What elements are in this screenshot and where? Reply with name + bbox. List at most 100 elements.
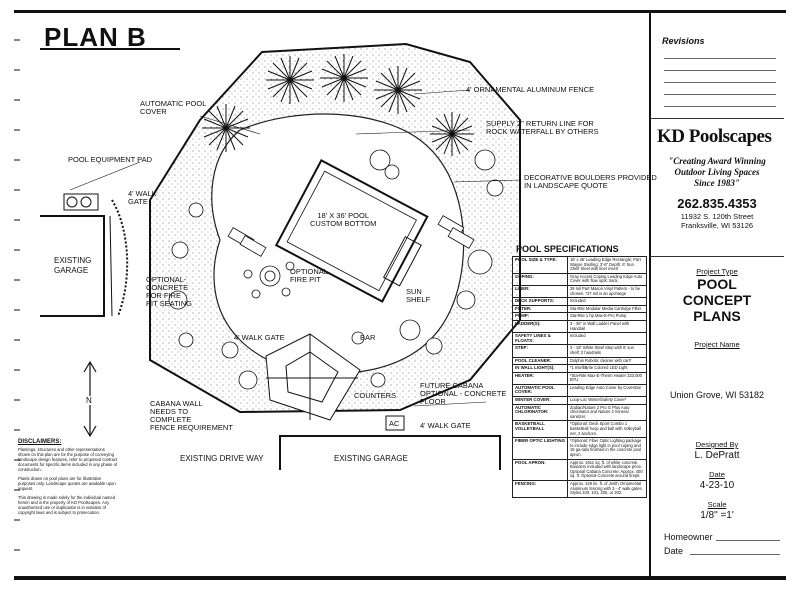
label-fire-pit: OPTIONAL FIRE PIT <box>290 267 328 284</box>
spec-row: FENCING:Approx. 229 lin. ft. of Jerith O… <box>512 479 647 498</box>
spec-row: POOL CLEANER:Dolphin Robotic cleaner wit… <box>512 356 647 366</box>
spec-value: Leading Edge Auto Cover by Coverstar <box>567 383 647 398</box>
spec-row: LINER:28 mil Part Mason Vinyl Pattern - … <box>512 284 647 299</box>
designed-by-label: Designed By <box>695 440 739 449</box>
spec-key: STEP: <box>512 344 568 358</box>
label-counters: COUNTERS <box>354 391 397 400</box>
spec-key: WINTER COVER: <box>512 396 568 405</box>
site-plan-drawing <box>40 42 521 470</box>
spec-key: SAFETY LINES & FLOATS: <box>512 332 568 346</box>
cabana <box>265 333 361 421</box>
label-pool-size: 18' x 36' POOL CUSTOM BOTTOM <box>310 211 377 228</box>
spec-row: IN WALL LIGHT(S):*1 IntelliBrite Colored… <box>512 364 647 373</box>
disclaimer-2: Plants drawn on pool plans are for illus… <box>18 476 116 491</box>
spec-value: Sta-Rite 1 hp Max-E-Pro Pump <box>567 312 647 321</box>
spec-row: POOL APRON:Approx. 1911 sq. ft. of white… <box>512 458 647 481</box>
homeowner-date-line <box>690 554 780 555</box>
spec-value: Included <box>567 332 647 346</box>
spec-key: FILTER: <box>512 304 568 314</box>
label-existing-garage-left: EXISTING GARAGE <box>54 256 92 275</box>
spec-value: Dolphin Robotic cleaner with cart* <box>567 356 647 366</box>
garage-left <box>40 215 113 317</box>
spec-value: *Optional: Deck Sport Combo 1 basketball… <box>567 420 647 439</box>
spec-row: BASKETBALL VOLLEYBALL*Optional: Deck Spo… <box>512 420 647 439</box>
disclaimer-1: Plantings, structures and other represen… <box>18 447 118 472</box>
project-type: POOL CONCEPT PLANS <box>682 276 752 324</box>
homeowner-line <box>716 540 780 541</box>
spec-row: AUTOMATIC POOL COVER:Leading Edge Auto C… <box>512 383 647 398</box>
spec-key: POOL CLEANER: <box>512 356 568 366</box>
lounge-chairs <box>227 215 475 257</box>
label-supply: SUPPLY 2" RETURN LINE FOR ROCK WATERFALL… <box>486 119 599 136</box>
label-driveway: EXISTING DRIVE WAY <box>180 454 264 463</box>
spec-key: POOL APRON: <box>512 458 568 481</box>
spec-row: AUTOMATIC CHLORINATOR:Zodiac/Nature 2 Pr… <box>512 403 647 422</box>
spec-row: STEP:3 - 18" White Steel Step with 6' su… <box>512 344 647 358</box>
pool <box>274 159 429 303</box>
spec-value: Zodiac/Nature 2 Pro G Plus Auto chlorina… <box>567 403 647 422</box>
spec-row: WINTER COVER:Loop-Loc Winter/Safety Cove… <box>512 396 647 405</box>
label-pool-cover: AUTOMATIC POOL COVER <box>140 99 207 116</box>
top-border <box>14 10 786 13</box>
plan-title-underline <box>40 48 180 50</box>
spec-key: AUTOMATIC POOL COVER: <box>512 383 568 398</box>
label-walk-gate-1: 4' WALK GATE <box>128 189 157 206</box>
spec-key: DECK SUPPORTS: <box>512 297 568 306</box>
spec-row: LADDER(S):3 - 36" in Wall Ladder Panel w… <box>512 319 647 334</box>
spec-value: Gray Accent Coping Leading Edge Auto Cov… <box>567 272 647 286</box>
garage-bottom <box>279 435 501 470</box>
spec-value: *Sta-Rite Max-E-Therm Heater 333,000 BTU <box>567 371 647 385</box>
spec-key: COPING: <box>512 272 568 286</box>
spec-row: COPING:Gray Accent Coping Leading Edge A… <box>512 272 647 286</box>
sidebar-rule <box>650 256 784 257</box>
spec-row: HEATER:*Sta-Rite Max-E-Therm Heater 333,… <box>512 371 647 385</box>
label-walk-gate-2: 4' WALK GATE <box>234 333 285 342</box>
date: 4-23-10 <box>699 480 735 491</box>
label-bar: BAR <box>360 333 376 342</box>
spec-key: IN WALL LIGHT(S): <box>512 364 568 373</box>
revision-line <box>664 70 776 71</box>
label-fence: 4' ORNAMENTAL ALUMINUM FENCE <box>466 85 595 94</box>
spec-row: FIBER OPTIC LIGHTING*Optional: Fiber Opt… <box>512 437 647 460</box>
scale-label: Scale <box>707 500 727 509</box>
spec-value: *Optional: Fiber Optic Lighting package … <box>567 437 647 460</box>
disclaimers: DISCLAIMERS: Plantings, structures and o… <box>18 439 118 519</box>
company-address: 11932 S. 120th Street Franksville, WI 53… <box>680 212 754 230</box>
spec-value: 3 - 36" in Wall Ladder Panel with Handra… <box>567 319 647 334</box>
spec-value: 28 mil Part Mason Vinyl Pattern - to be … <box>567 284 647 299</box>
spec-value: 18' x 36' Leading Edge Rectangle; Part W… <box>567 256 647 274</box>
spec-key: PUMP: <box>512 312 568 321</box>
spec-key: LADDER(S): <box>512 319 568 334</box>
label-walk-gate-3: 4' WALK GATE <box>420 421 471 430</box>
fence-chain <box>111 199 129 317</box>
company-tagline: "Creating Award Winning Outdoor Living S… <box>668 156 766 188</box>
company-logo: KD Poolscapes <box>657 126 772 147</box>
label-boulders: DECORATIVE BOULDERS PROVIDED IN LANDSCAP… <box>524 173 657 190</box>
spec-value: Sta-Rite Modular Media Cartridge Filter <box>567 304 647 314</box>
project-name-label: Project Name <box>694 340 740 349</box>
company-phone: 262.835.4353 <box>677 196 757 211</box>
fire-pit <box>243 261 295 299</box>
label-north: N <box>86 396 92 405</box>
revision-line <box>664 94 776 95</box>
spec-row: FILTER:Sta-Rite Modular Media Cartridge … <box>512 304 647 314</box>
spec-key: POOL SIZE & TYPE: <box>512 256 568 274</box>
shrubs <box>168 149 504 390</box>
plan-title: PLAN B <box>44 22 147 52</box>
spec-value: Approx. 229 lin. ft. of Jerith Ornamenta… <box>567 479 647 498</box>
spec-value: *1 IntelliBrite Colored LED Light <box>567 364 647 373</box>
spec-row: DECK SUPPORTS:Included <box>512 297 647 306</box>
label-existing-garage-bottom: EXISTING GARAGE <box>334 454 408 463</box>
scale: 1/8" =1' <box>700 510 734 521</box>
bottom-border <box>14 576 786 580</box>
spec-key: AUTOMATIC CHLORINATOR: <box>512 403 568 422</box>
label-equipment-pad: POOL EQUIPMENT PAD <box>68 155 153 164</box>
spec-value: Loop-Loc Winter/Safety Cover* <box>567 396 647 405</box>
disclaimer-3: This drawing is made solely for the indi… <box>18 495 116 515</box>
sidebar-rule <box>650 118 784 119</box>
palm-trees <box>202 54 474 156</box>
project-name: Union Grove, WI 53182 <box>669 390 765 400</box>
spec-key: HEATER: <box>512 371 568 385</box>
spec-key: BASKETBALL VOLLEYBALL <box>512 420 568 439</box>
homeowner-date-label: Date <box>664 546 684 556</box>
